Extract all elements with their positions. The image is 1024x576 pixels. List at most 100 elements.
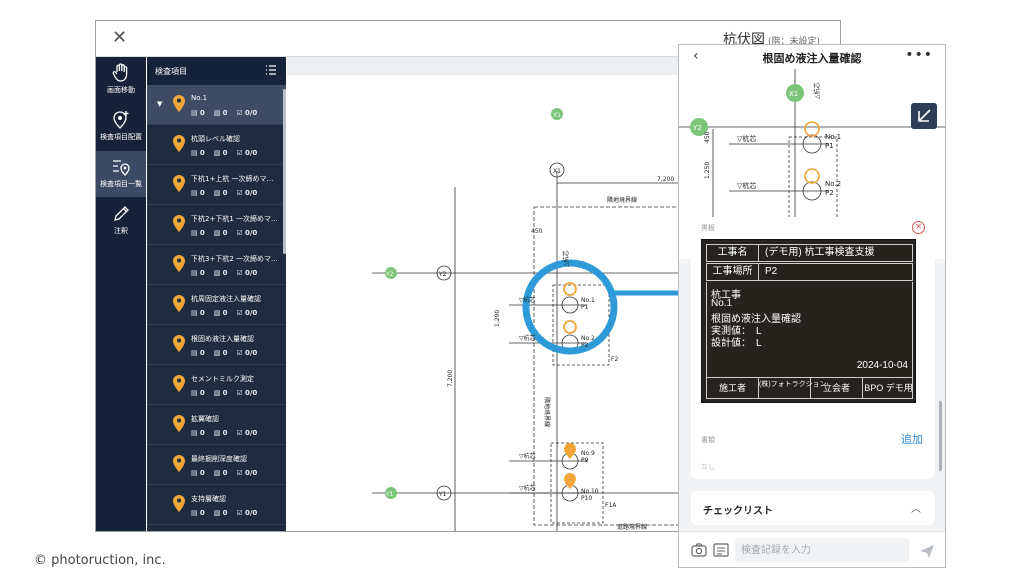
back-chevron-icon[interactable]: ‹ bbox=[693, 48, 699, 64]
dim-small: 450 bbox=[531, 228, 543, 235]
grid-bubble-x1 bbox=[549, 162, 565, 178]
phone-grid-marker-x1[interactable] bbox=[786, 84, 804, 102]
photo-count: ▧ 0 bbox=[213, 309, 228, 317]
photo-count: ▧ 0 bbox=[213, 469, 228, 477]
board-value-place: P2 bbox=[765, 266, 778, 277]
inspection-list-item[interactable]: 杭頭レベル確認▤ 0▧ 0☑ 0/0 bbox=[147, 125, 286, 165]
location-pin-icon bbox=[173, 295, 185, 312]
rail-label: 検査項目配置 bbox=[100, 133, 142, 141]
board-footer-witness: 立会者 bbox=[811, 378, 863, 398]
panel-header: 検査項目 bbox=[147, 57, 286, 85]
comment-count: ▤ 0 bbox=[191, 269, 205, 277]
board-footer-witness-name: BPO デモ用 bbox=[864, 383, 913, 393]
inspection-list-item[interactable]: 杭周固定液注入量確認▤ 0▧ 0☑ 0/0 bbox=[147, 285, 286, 325]
border-top-label: 隣地境界線 bbox=[607, 196, 637, 204]
comment-count: ▤ 0 bbox=[191, 189, 205, 197]
inspection-list-item[interactable]: 下杭2+下杭1 一次締めマ…▤ 0▧ 0☑ 0/0 bbox=[147, 205, 286, 245]
panel-title: 検査項目 bbox=[155, 67, 187, 76]
grid-label-x1: X1 bbox=[553, 168, 561, 175]
board-footer: 施工者 (株)フォトラクション 立会者 BPO デモ用 bbox=[706, 377, 913, 399]
record-input-bar bbox=[679, 531, 945, 567]
location-pin-icon bbox=[173, 255, 185, 272]
close-icon[interactable]: ✕ bbox=[112, 27, 128, 48]
phone-pile-label-1: ▽杭芯 bbox=[737, 134, 756, 143]
inspection-list-item[interactable]: 根固め液注入量確認▤ 0▧ 0☑ 0/0 bbox=[147, 325, 286, 365]
pencil-icon bbox=[114, 206, 129, 221]
phone-grid-label-x1: X1 bbox=[789, 90, 798, 98]
construction-blackboard[interactable]: 工事名 (デモ用) 杭工事検査支援 工事場所 P2 杭工事 No.1 根固め液注… bbox=[701, 239, 916, 403]
photo-count: ▧ 0 bbox=[213, 429, 228, 437]
photo-count: ▧ 0 bbox=[213, 189, 228, 197]
add-document-link[interactable]: 追加 bbox=[901, 433, 923, 446]
phone-grid-marker-y2[interactable] bbox=[690, 118, 708, 136]
phone-scrollbar[interactable] bbox=[939, 401, 942, 471]
send-icon[interactable] bbox=[919, 543, 935, 559]
more-icon[interactable]: ••• bbox=[905, 47, 933, 63]
checklist-card[interactable]: チェックリスト ︿ bbox=[691, 491, 935, 525]
inspection-list-item[interactable]: 下杭3+下杭2 一次締めマ…▤ 0▧ 0☑ 0/0 bbox=[147, 245, 286, 285]
chevron-up-icon[interactable]: ︿ bbox=[911, 504, 921, 515]
inspection-list-item[interactable]: 下杭1+上杭 一次締めマ…▤ 0▧ 0☑ 0/0 bbox=[147, 165, 286, 205]
rail-annotate-button[interactable]: 注釈 bbox=[96, 198, 146, 244]
tool-rail: 画面移動 検査項目配置 検査項目一覧 bbox=[96, 57, 146, 531]
pile-center-label: △杭芯 bbox=[562, 250, 570, 267]
phone-pin-no1[interactable] bbox=[804, 121, 820, 137]
comment-count: ▤ 0 bbox=[191, 349, 205, 357]
pile-label-2: ▽杭芯 bbox=[519, 334, 536, 342]
board-line: 実測値： L bbox=[711, 326, 762, 337]
dim-top: 7,200 bbox=[657, 176, 674, 183]
board-footer-contractor: 施工者 bbox=[707, 378, 759, 398]
inspection-item-name: 杭頭レベル確認 bbox=[191, 135, 240, 143]
pin-no2[interactable] bbox=[563, 320, 577, 334]
rail-place-item-button[interactable]: 検査項目配置 bbox=[96, 104, 146, 150]
inspection-item-name: セメントミルク測定 bbox=[191, 375, 254, 383]
camera-icon[interactable] bbox=[691, 543, 707, 557]
caret-down-icon[interactable]: ▼ bbox=[157, 100, 163, 108]
location-pin-icon bbox=[173, 95, 185, 112]
exit-fullscreen-button[interactable] bbox=[911, 103, 937, 129]
comment-count: ▤ 0 bbox=[191, 109, 205, 117]
rail-label: 注釈 bbox=[114, 227, 128, 235]
inspection-list-item[interactable]: ▼No.1▤ 0▧ 0☑ 0/0 bbox=[147, 85, 286, 125]
location-pin-icon bbox=[173, 175, 185, 192]
grid-marker-y1[interactable] bbox=[385, 487, 397, 499]
board-body: 杭工事 No.1 根固め液注入量確認 実測値： L 設計値： L 2024-10… bbox=[706, 282, 913, 378]
check-count: ☑ 0/0 bbox=[236, 189, 258, 197]
pin-no10[interactable] bbox=[564, 473, 576, 489]
rail-pan-button[interactable]: 画面移動 bbox=[96, 57, 146, 103]
phone-header: ‹ 根固め液注入量確認 ••• bbox=[679, 45, 945, 69]
inspection-item-name: 最終掘削深度確認 bbox=[191, 455, 247, 463]
inspection-list-item[interactable]: 支持層確認▤ 0▧ 0☑ 0/0 bbox=[147, 485, 286, 525]
pin-no1[interactable] bbox=[563, 282, 577, 296]
comment-count: ▤ 0 bbox=[191, 429, 205, 437]
label-p9: P9 bbox=[581, 457, 589, 464]
remove-blackboard-icon[interactable]: × bbox=[912, 221, 925, 234]
grid-marker-y2[interactable] bbox=[385, 267, 397, 279]
phone-pin-no2[interactable] bbox=[804, 168, 820, 184]
rail-label: 画面移動 bbox=[107, 86, 135, 94]
grid-marker-x1[interactable] bbox=[551, 108, 563, 120]
inspection-list-item[interactable]: セメントミルク測定▤ 0▧ 0☑ 0/0 bbox=[147, 365, 286, 405]
label-no10: No.10 bbox=[581, 488, 599, 495]
comment-count: ▤ 0 bbox=[191, 149, 205, 157]
label-f2: F2 bbox=[611, 356, 618, 363]
label-f1a: F1A bbox=[605, 502, 617, 509]
window-subtitle: (階：未設定) bbox=[768, 37, 821, 47]
inspection-item-name: 下杭2+下杭1 一次締めマ… bbox=[191, 215, 277, 223]
comment-count: ▤ 0 bbox=[191, 229, 205, 237]
pin-no9[interactable] bbox=[564, 443, 576, 459]
record-input[interactable] bbox=[735, 538, 909, 562]
inspection-item-name: 根固め液注入量確認 bbox=[191, 335, 254, 343]
label-no9: No.9 bbox=[581, 450, 595, 457]
list-view-icon[interactable] bbox=[265, 65, 277, 75]
rail-item-list-button[interactable]: 検査項目一覧 bbox=[96, 151, 146, 197]
panel-scrollbar[interactable] bbox=[283, 89, 286, 254]
label-no1: No.1 bbox=[581, 297, 595, 304]
inspection-list-item[interactable]: 最終掘削深度確認▤ 0▧ 0☑ 0/0 bbox=[147, 445, 286, 485]
document-icon[interactable] bbox=[713, 543, 729, 557]
inspection-item-counts: ▤ 0▧ 0☑ 0/0 bbox=[191, 309, 266, 317]
location-pin-icon bbox=[173, 375, 185, 392]
grid-bubble-y2 bbox=[436, 265, 452, 281]
inspection-list-item[interactable]: 拡翼確認▤ 0▧ 0☑ 0/0 bbox=[147, 405, 286, 445]
